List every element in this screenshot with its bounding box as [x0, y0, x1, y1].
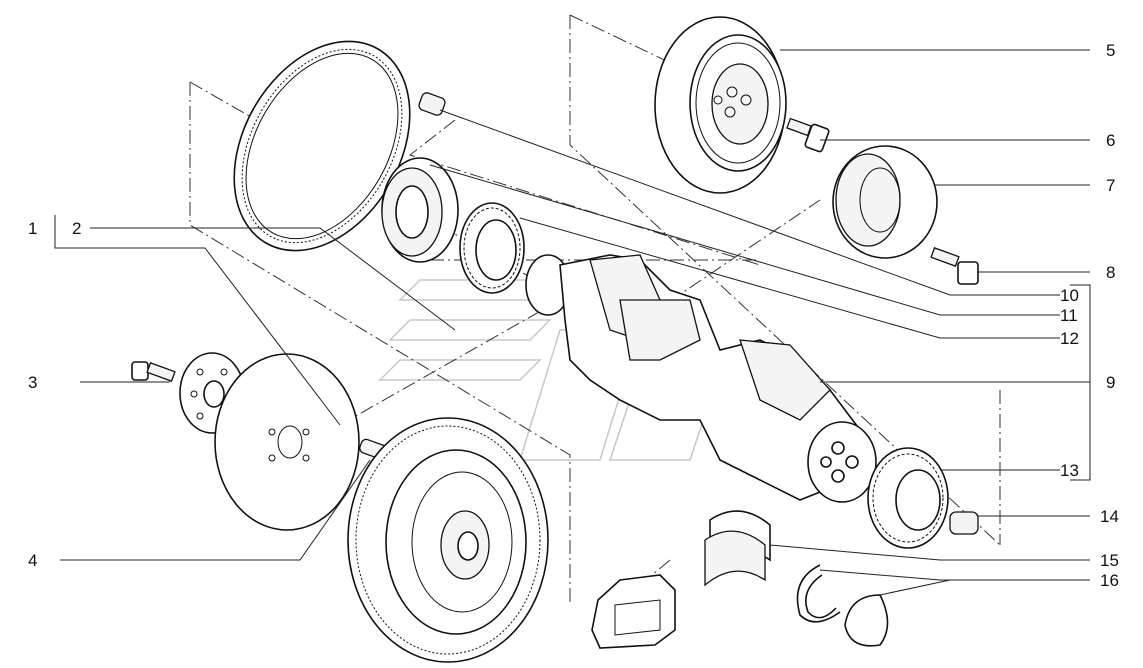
callout-3: 3 — [28, 373, 37, 392]
flywheel — [347, 417, 549, 663]
thrust-washers — [796, 564, 889, 647]
pulley-bolt — [786, 117, 830, 153]
callout-11: 11 — [1060, 306, 1078, 325]
callout-5: 5 — [1106, 41, 1115, 60]
bearing-cap — [591, 574, 676, 649]
leader-lines — [54, 49, 1091, 596]
dowel-pin-front — [949, 511, 979, 535]
callout-14: 14 — [1100, 507, 1119, 526]
callout-1: 1 — [28, 219, 37, 238]
pulley-bolt-small — [930, 247, 979, 285]
callout-4: 4 — [28, 551, 37, 570]
callout-13: 13 — [1060, 461, 1079, 480]
damper-pulley — [654, 16, 787, 194]
callout-7: 7 — [1106, 176, 1115, 195]
callout-labels: 1 2 3 4 5 6 7 8 9 10 11 12 13 14 15 16 — [28, 41, 1119, 590]
callout-9: 9 — [1106, 373, 1115, 392]
main-bearing-shell — [704, 510, 771, 587]
callout-16: 16 — [1100, 571, 1119, 590]
callout-8: 8 — [1106, 263, 1115, 282]
timing-gear-rear — [459, 202, 525, 294]
flywheel-bolt — [131, 361, 176, 382]
belt-pulley — [832, 145, 938, 259]
callout-2: 2 — [72, 219, 81, 238]
callout-15: 15 — [1100, 551, 1119, 570]
flex-plate — [214, 353, 360, 531]
callout-10: 10 — [1060, 286, 1079, 305]
oil-seal — [381, 157, 459, 263]
callout-12: 12 — [1060, 329, 1079, 348]
crankshaft — [525, 254, 877, 503]
dowel-pin-top — [418, 92, 446, 116]
timing-gear-front — [867, 447, 949, 549]
callout-6: 6 — [1106, 131, 1115, 150]
